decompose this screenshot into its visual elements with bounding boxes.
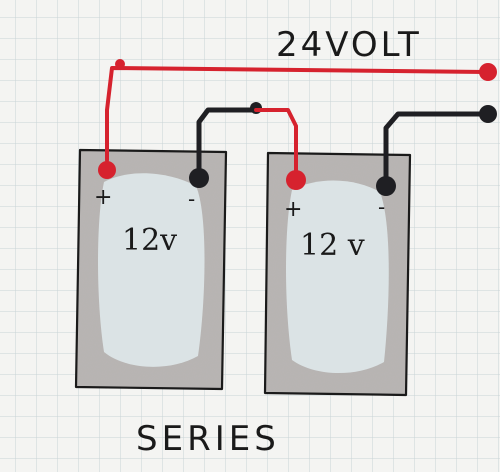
- battery-1-outline: [74, 148, 228, 391]
- positive-output-terminal: [479, 63, 497, 81]
- battery-2-highlight: [286, 180, 389, 374]
- diagram-caption: SERIES: [136, 419, 280, 459]
- positive-wire-joint: [115, 59, 125, 69]
- battery-1-positive-terminal: [98, 161, 116, 179]
- battery-2-positive-terminal: [286, 170, 306, 190]
- negative-output-wire: [383, 111, 489, 189]
- battery-2-outline: [263, 151, 412, 397]
- battery-1-negative-label: -: [188, 187, 195, 211]
- negative-output-terminal: [479, 105, 497, 123]
- battery-1-positive-label: +: [94, 185, 112, 210]
- battery-1-negative-terminal: [189, 168, 209, 188]
- output-voltage-title: 24VOLT: [276, 25, 422, 65]
- battery-2-positive-label: +: [284, 197, 302, 222]
- positive-output-wire: [105, 66, 488, 162]
- battery-2-voltage-label: 12 v: [300, 228, 365, 263]
- series-link-wire-negative: [196, 107, 259, 181]
- battery-1-voltage-label: 12v: [122, 223, 177, 258]
- battery-2-negative-terminal: [376, 176, 396, 196]
- battery-2-negative-label: -: [378, 195, 385, 219]
- series-link-wire-positive: [254, 108, 298, 180]
- battery-2: [263, 151, 412, 397]
- battery-1: [74, 148, 228, 391]
- battery-1-highlight: [98, 173, 205, 367]
